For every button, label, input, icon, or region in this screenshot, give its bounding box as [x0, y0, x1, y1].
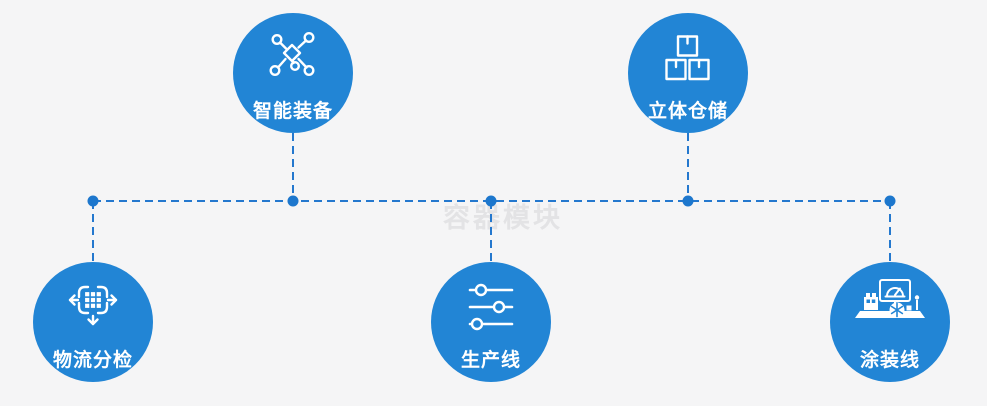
node-painting-line[interactable]: 涂装线	[830, 262, 950, 382]
node-stereo-warehouse[interactable]: 立体仓储	[628, 13, 748, 133]
sorting-grid-arrows-icon	[68, 285, 118, 326]
node-label: 物流分检	[52, 350, 133, 371]
node-label: 立体仓储	[647, 101, 728, 122]
machine-monitor-icon	[855, 279, 925, 318]
node-production-line[interactable]: 生产线	[431, 262, 551, 382]
stacked-boxes-icon	[665, 35, 710, 81]
junction-dot	[87, 195, 99, 207]
node-label: 智能装备	[252, 101, 333, 122]
node-logistics-sorting[interactable]: 物流分检	[33, 262, 153, 382]
junction-dot	[485, 195, 497, 207]
node-smart-equipment[interactable]: 智能装备	[233, 13, 353, 133]
watermark: 容器模块	[443, 203, 563, 233]
network-nodes-icon	[269, 32, 315, 77]
sliders-icon	[468, 283, 514, 331]
junction-dot	[884, 195, 896, 207]
node-label: 生产线	[460, 350, 521, 371]
junction-dot	[287, 195, 299, 207]
node-label: 涂装线	[859, 350, 920, 371]
junction-dot	[682, 195, 694, 207]
